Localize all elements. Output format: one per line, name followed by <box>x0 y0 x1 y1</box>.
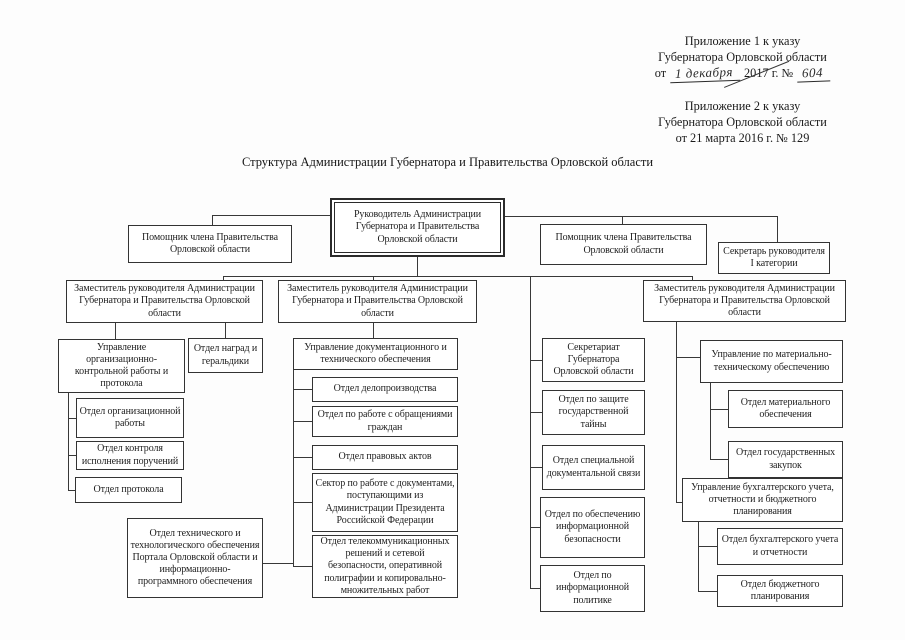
connector-line <box>505 216 777 217</box>
annex-1-block: Приложение 1 к указу Губернатора Орловск… <box>630 33 855 84</box>
node-otd-mat-obespecheniya: Отдел материального обеспечения <box>728 390 843 428</box>
connector-line <box>68 490 75 491</box>
connector-line <box>68 393 69 490</box>
connector-line <box>293 421 312 422</box>
connector-line <box>293 370 294 567</box>
annex2-line3: от 21 марта 2016 г. № 129 <box>675 131 810 145</box>
node-otd-nagrad: Отдел наград и геральдики <box>188 338 263 373</box>
node-otd-buh-ucheta: Отдел бухгалтерского учета и отчетности <box>717 528 843 565</box>
connector-line <box>530 360 542 361</box>
connector-line <box>223 276 692 277</box>
annex2-line2: Губернатора Орловской области <box>658 115 827 129</box>
node-otd-deloproizvodstva: Отдел делопроизводства <box>312 377 458 402</box>
node-secretary: Секретарь руководителя I категории <box>718 242 830 274</box>
connector-line <box>676 322 677 502</box>
connector-line <box>698 522 699 591</box>
node-assistant-right: Помощник члена Правительства Орловской о… <box>540 224 707 265</box>
connector-line <box>68 418 76 419</box>
connector-line <box>68 455 76 456</box>
node-otd-infopolitika: Отдел по информационной политике <box>540 565 645 612</box>
handwritten-date: 1 декабря <box>669 63 741 84</box>
annex-2-block: Приложение 2 к указу Губернатора Орловск… <box>630 98 855 146</box>
connector-line <box>777 216 778 242</box>
node-otd-budget-plan: Отдел бюджетного планирования <box>717 575 843 607</box>
connector-line <box>676 502 682 503</box>
node-otd-pravovyh-aktov: Отдел правовых актов <box>312 445 458 470</box>
node-otd-kontrolya: Отдел контроля исполнения поручений <box>76 441 184 470</box>
annex1-date-prefix: от <box>654 66 667 80</box>
connector-line <box>212 215 213 225</box>
connector-line <box>530 527 540 528</box>
node-deputy-2: Заместитель руководителя Администрации Г… <box>278 280 477 323</box>
connector-line <box>212 215 330 216</box>
annex1-line2: Губернатора Орловской области <box>658 50 827 64</box>
connector-line <box>530 467 542 468</box>
connector-line <box>417 257 418 276</box>
connector-line <box>293 502 312 503</box>
connector-line <box>622 216 623 224</box>
node-deputy-3: Заместитель руководителя Администрации Г… <box>643 280 846 322</box>
connector-line <box>530 412 542 413</box>
node-sektor-dokumenty: Сектор по работе с документами, поступаю… <box>312 473 458 532</box>
node-upr-org-control: Управление организационно-контрольной ра… <box>58 339 185 393</box>
node-otd-org-raboty: Отдел организационной работы <box>76 398 184 438</box>
node-otd-telekom: Отдел телекоммуникационных решений и сет… <box>312 535 458 598</box>
connector-line <box>698 546 717 547</box>
handwritten-number: 604 <box>796 64 831 83</box>
node-upr-dok: Управление документационного и техническ… <box>293 338 458 370</box>
node-otd-spec-svyazi: Отдел специальной документальной связи <box>542 445 645 490</box>
annex1-date-middle: 2017 г. № <box>744 66 794 80</box>
connector-line <box>710 383 711 460</box>
node-upr-buhgalterii: Управление бухгалтерского учета, отчетно… <box>682 478 843 522</box>
connector-line <box>676 357 700 358</box>
connector-line <box>698 591 717 592</box>
node-otd-obrashcheniya: Отдел по работе с обращениями граждан <box>312 406 458 437</box>
page-title: Структура Администрации Губернатора и Пр… <box>241 155 654 169</box>
connector-line <box>293 457 312 458</box>
annex2-line1: Приложение 2 к указу <box>684 99 801 113</box>
connector-line <box>373 323 374 338</box>
node-otd-gostayna: Отдел по защите государственной тайны <box>542 390 645 435</box>
connector-line <box>225 323 226 338</box>
node-sekretariat: Секретариат Губернатора Орловской област… <box>542 338 645 382</box>
connector-line <box>223 276 224 281</box>
connector-line <box>293 566 312 567</box>
connector-line <box>530 276 531 588</box>
connector-line <box>692 276 693 281</box>
node-upr-mat-teh: Управление по материально-техническому о… <box>700 340 843 383</box>
annex1-line1: Приложение 1 к указу <box>684 34 801 48</box>
node-head-of-administration-label: Руководитель Администрации Губернатора и… <box>334 202 501 253</box>
node-head-of-administration: Руководитель Администрации Губернатора и… <box>330 198 505 257</box>
connector-line <box>373 276 374 281</box>
connector-line <box>263 563 293 564</box>
node-otd-tech-portal: Отдел технического и технологического об… <box>127 518 263 598</box>
node-otd-infobez: Отдел по обеспечению информационной безо… <box>540 497 645 558</box>
node-deputy-1: Заместитель руководителя Администрации Г… <box>66 280 263 323</box>
node-otd-goszakupok: Отдел государственных закупок <box>728 441 843 478</box>
connector-line <box>710 459 728 460</box>
connector-line <box>293 389 312 390</box>
node-assistant-left: Помощник члена Правительства Орловской о… <box>128 225 292 263</box>
node-otd-protokola: Отдел протокола <box>75 477 182 503</box>
connector-line <box>115 323 116 339</box>
connector-line <box>710 409 728 410</box>
connector-line <box>530 588 540 589</box>
